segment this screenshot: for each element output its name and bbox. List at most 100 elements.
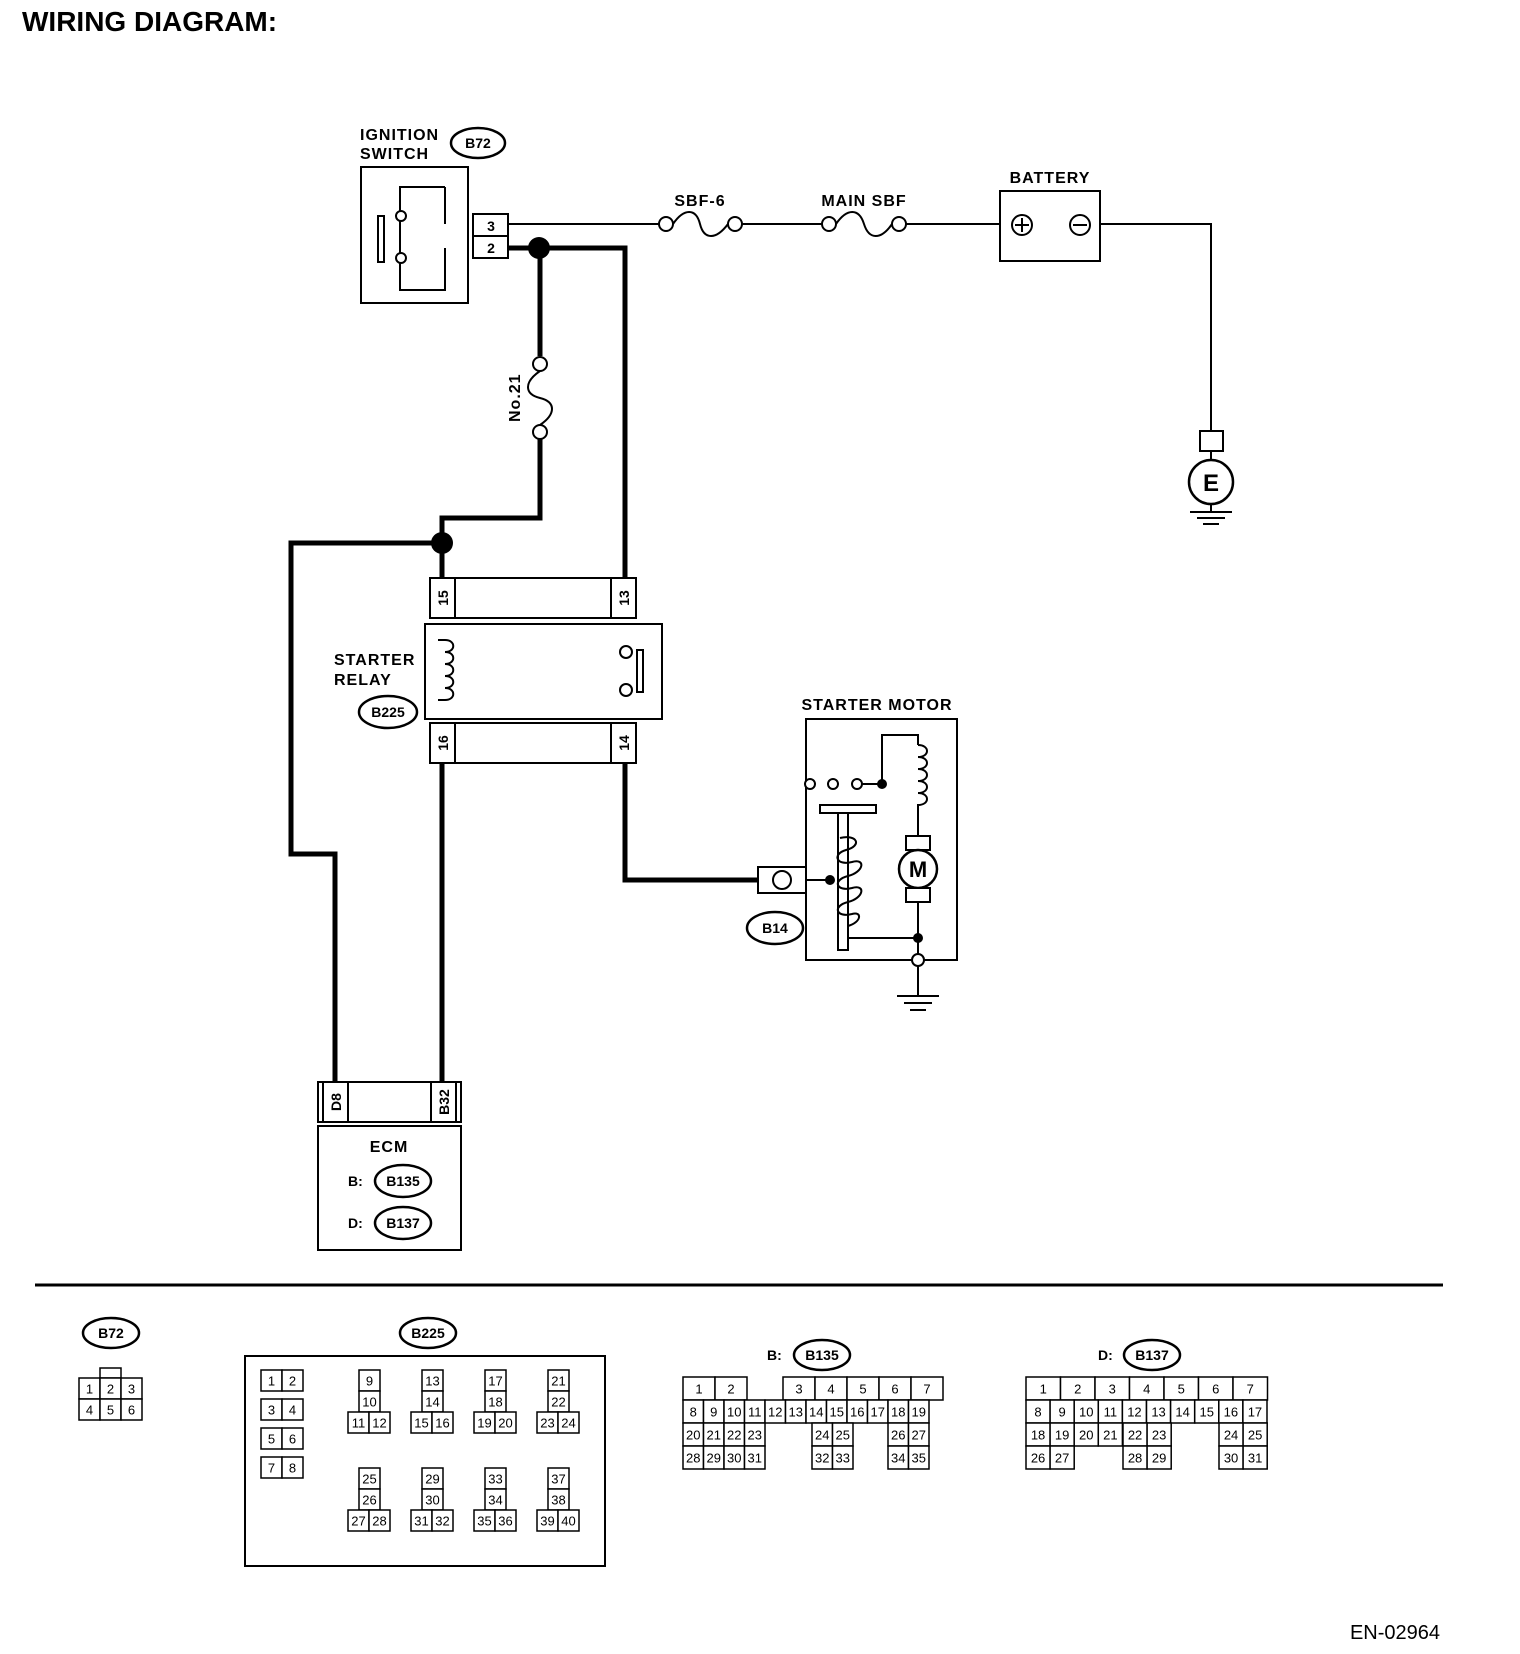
pin-label: 20 [498,1416,512,1431]
pin-label: 35 [477,1514,491,1529]
pin-label: 23 [748,1428,762,1443]
page-title: WIRING DIAGRAM: [22,6,278,37]
pin-label: 8 [1034,1405,1041,1420]
connector-badge-label: B135 [386,1173,420,1189]
pin-label: 11 [748,1405,762,1420]
wire-to-ecm-d8 [288,540,442,1082]
pin-label: 21 [551,1374,565,1389]
connector-face-b72-label: B72 [98,1325,124,1341]
pin-label: 30 [1224,1451,1238,1466]
connector-badge [745,910,805,946]
pin-label: 36 [498,1514,512,1529]
pin-label: 21 [707,1428,721,1443]
pin-label: 31 [1248,1451,1262,1466]
pin-label: 35 [912,1451,926,1466]
ignition-switch-label: IGNITION [360,127,439,144]
pin-label: 4 [289,1403,296,1418]
pin-label: 16 [435,735,451,751]
pin-label: 14 [425,1395,439,1410]
pin-label: 14 [809,1405,823,1420]
pin-label: 5 [268,1432,275,1447]
pin-label: 6 [891,1382,898,1397]
junction-dot [431,532,453,554]
pin-label: 37 [551,1472,565,1487]
pin-label: 5 [1178,1382,1185,1397]
pin-label: 17 [488,1374,502,1389]
pin-label: 33 [836,1451,850,1466]
pin-label: 15 [830,1405,844,1420]
pin-label: 19 [912,1405,926,1420]
connector-prefix: B: [767,1347,782,1363]
pin-label: 15 [435,590,451,606]
pin-label: 11 [352,1416,366,1431]
fuse-label: SBF-6 [674,193,725,210]
ground-icon [897,966,939,1011]
pin-label: 11 [1104,1405,1118,1420]
pin-label: 8 [690,1405,697,1420]
ground-label: E [1203,470,1219,497]
pin-label: 12 [768,1405,782,1420]
connector-badge-label: B225 [371,704,405,720]
battery: BATTERY [999,170,1101,262]
pin-label: 1 [695,1382,702,1397]
pin-label: 1 [268,1374,275,1389]
pin-label: 34 [891,1451,905,1466]
pin-label: 17 [1248,1405,1262,1420]
pin-label: 10 [362,1395,376,1410]
pin-label: 10 [727,1405,741,1420]
pin-label: D8 [328,1093,344,1111]
pin-label: 8 [289,1461,296,1476]
connector-badge [373,1205,433,1241]
motor-label: M [909,857,927,882]
pin-label: 18 [891,1405,905,1420]
coil-icon [836,836,863,927]
pin-label: 10 [1079,1405,1093,1420]
ignition-switch-label-2: SWITCH [360,146,429,163]
pin-label: 3 [268,1403,275,1418]
fuse-sbf-6: SBF-6 [658,193,743,237]
wire-relay-14-to-starter [622,762,758,883]
pin-label: 23 [1152,1428,1166,1443]
connector-prefix: D: [1098,1347,1113,1363]
pin-label: 14 [616,735,632,751]
pin-label: 39 [540,1514,554,1529]
pin-label: 29 [707,1451,721,1466]
pin-label: 9 [1059,1405,1066,1420]
pin-label: 27 [351,1514,365,1529]
pin-label: 26 [362,1493,376,1508]
pin-label: 7 [268,1461,275,1476]
pin-label: 19 [1055,1428,1069,1443]
pin-label: 18 [488,1395,502,1410]
pin-label: 27 [1055,1451,1069,1466]
connector-badge [81,1316,141,1350]
pin-label: 32 [435,1514,449,1529]
pin-label: 23 [540,1416,554,1431]
connector-badge [1122,1338,1182,1372]
pin-label: 1 [1040,1382,1047,1397]
battery-label: BATTERY [1010,170,1091,187]
pin-label: 16 [850,1405,864,1420]
junction-dot [528,237,550,259]
ground-e: E [1187,430,1235,525]
pin-label: 33 [488,1472,502,1487]
connector-badge-label: B72 [465,135,491,151]
pin-label: 14 [1175,1405,1189,1420]
pin-label: 2 [727,1382,734,1397]
starter-relay-label-2: RELAY [334,672,392,689]
pin-label: 7 [923,1382,930,1397]
pin-label: 12 [372,1416,386,1431]
pin-label: 34 [488,1493,502,1508]
pin-label: 22 [727,1428,741,1443]
pin-label: 3 [795,1382,802,1397]
pin-label: 26 [891,1428,905,1443]
pin-label: 24 [561,1416,575,1431]
connector-badge-label: B137 [386,1215,420,1231]
pin-label: 30 [425,1493,439,1508]
pin-label: 28 [372,1514,386,1529]
pin-label: 26 [1031,1451,1045,1466]
pin-label: 32 [815,1451,829,1466]
starter-motor: STARTER MOTOR B14 M [745,697,958,1011]
pin-label: 18 [1031,1428,1045,1443]
starter-relay-label: STARTER [334,652,415,669]
